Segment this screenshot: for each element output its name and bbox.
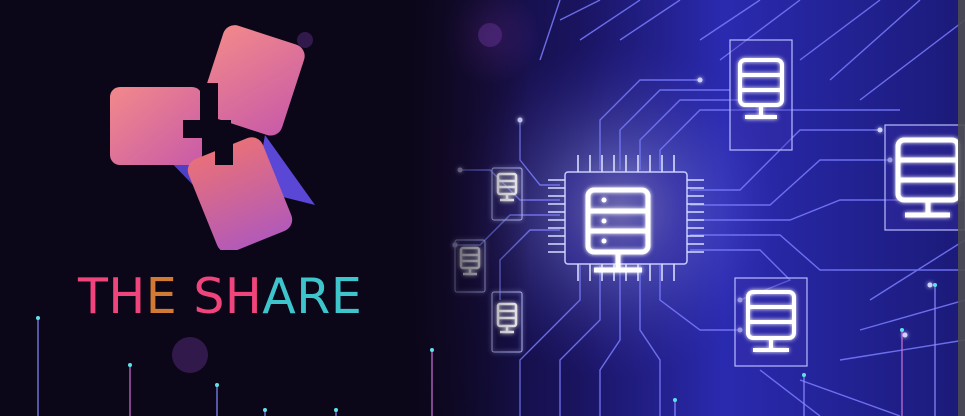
- brand-word-sh: SH: [193, 268, 263, 325]
- right-edge-strip: [958, 0, 965, 416]
- bokeh-lights: [172, 23, 502, 373]
- brand-title: THE SHARE: [78, 268, 362, 325]
- brand-word-the: THE: [78, 268, 194, 325]
- rising-light-tips: [36, 283, 937, 412]
- four-card-pinwheel-logo-icon: [110, 25, 315, 250]
- brand-word-are: ARE: [262, 268, 363, 325]
